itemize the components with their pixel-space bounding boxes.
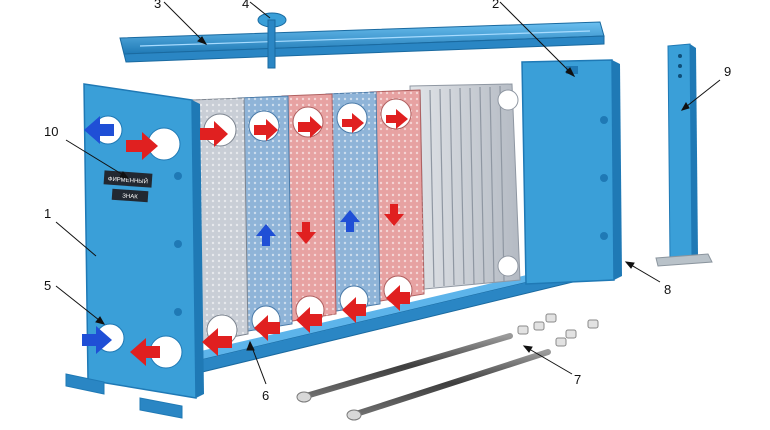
hot-flow-arrow — [202, 328, 232, 356]
leader-lines — [55, 1, 721, 385]
cold-flow-arrow — [256, 224, 276, 246]
hot-flow-arrow — [386, 109, 408, 129]
fixed-frame-plate — [65, 83, 204, 419]
hot-flow-arrow — [342, 113, 364, 133]
callout-8: 8 — [664, 282, 671, 297]
hot-inlet-arrow — [126, 132, 158, 160]
callout-7: 7 — [574, 372, 581, 387]
callout-labels: 1 2 3 4 5 6 7 8 9 10 — [44, 0, 731, 403]
top-carrying-beam — [119, 21, 605, 63]
gray-plate-pack — [409, 83, 521, 291]
cold-flow-arrow — [340, 210, 360, 232]
hot-flow-arrow — [296, 307, 322, 333]
nameplate: ФИРМЕННЫЙ ЗНАК — [103, 170, 153, 203]
tie-rod-lower — [346, 349, 551, 421]
callout-9: 9 — [724, 64, 731, 79]
callout-4: 4 — [242, 0, 249, 11]
hot-flow-arrow — [298, 116, 322, 138]
hot-flow-arrow — [342, 297, 366, 323]
hot-flow-arrow — [254, 119, 278, 141]
pressure-plate — [521, 59, 622, 285]
heat-transfer-plate-5 — [369, 89, 425, 305]
support-column — [655, 43, 713, 267]
hot-outlet-arrow — [130, 338, 160, 366]
cold-outlet-arrow — [84, 116, 114, 144]
callout-2: 2 — [492, 0, 499, 11]
callout-5: 5 — [44, 278, 51, 293]
nameplate-line-2: ЗНАК — [122, 193, 138, 200]
flow-arrows — [82, 109, 410, 366]
callout-10: 10 — [44, 124, 58, 139]
hot-flow-arrow — [384, 204, 404, 226]
callout-1: 1 — [44, 206, 51, 221]
tie-rod-nuts — [517, 313, 599, 347]
tie-rods — [296, 313, 599, 421]
hot-flow-arrow — [254, 315, 280, 341]
nameplate-line-1: ФИРМЕННЫЙ — [108, 175, 149, 186]
tie-rod-upper — [296, 333, 513, 403]
hot-flow-arrow — [200, 121, 228, 147]
beam-hanger — [257, 12, 287, 69]
hot-flow-arrow — [296, 222, 316, 244]
hot-flow-arrow — [386, 285, 410, 311]
cold-inlet-arrow — [82, 326, 112, 354]
callout-6: 6 — [262, 388, 269, 403]
callout-3: 3 — [154, 0, 161, 11]
